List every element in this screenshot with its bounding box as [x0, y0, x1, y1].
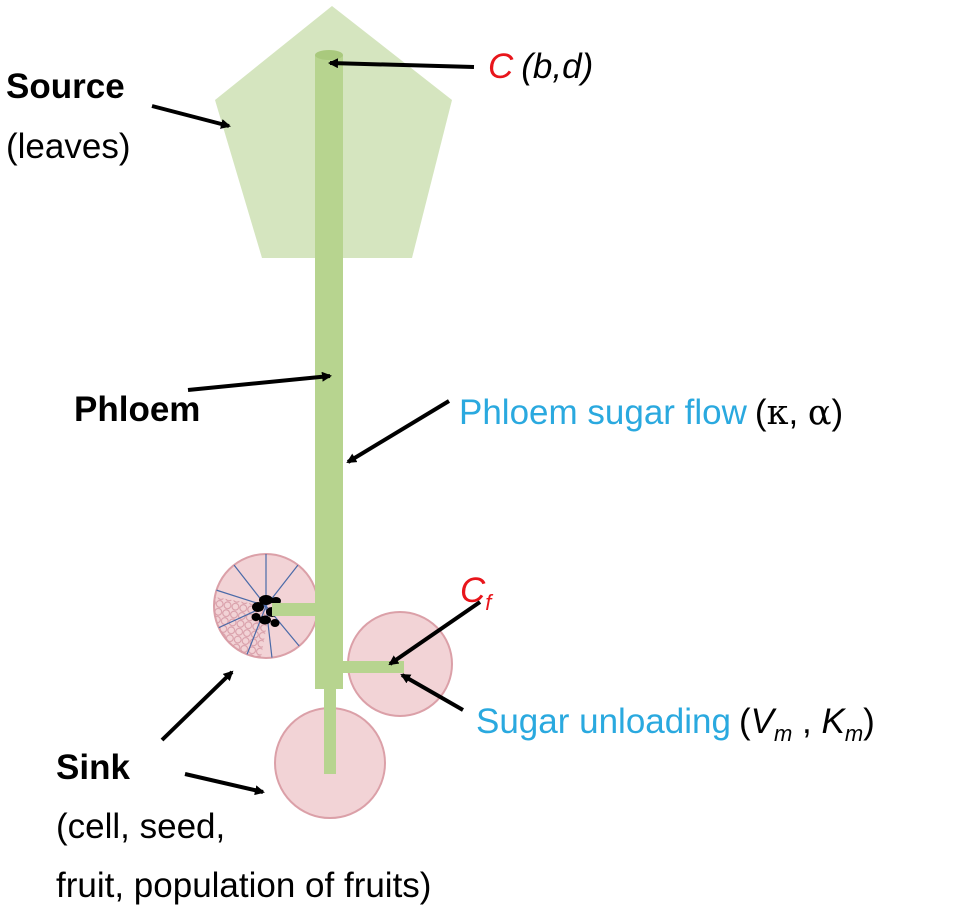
concentration-label: C(b,d): [488, 47, 593, 86]
arrow-source: [151, 104, 231, 129]
km-subscript: m: [845, 721, 863, 746]
km-symbol: K: [821, 702, 846, 741]
arrow-cf: [388, 600, 482, 666]
cf-symbol: C: [460, 571, 486, 610]
phloem-flow-text: Phloem sugar flow: [459, 393, 748, 432]
source-sublabel: (leaves): [6, 127, 130, 166]
vm-symbol: V: [751, 702, 778, 741]
source-label: Source: [6, 67, 125, 106]
cf-subscript: f: [485, 590, 494, 615]
phloem-flow-label: Phloem sugar flow(κ, α): [459, 393, 843, 433]
arrow-concentration: [328, 58, 475, 69]
concentration-params: (b,d): [521, 47, 593, 86]
phloem-label: Phloem: [74, 390, 200, 429]
sugar-unloading-text: Sugar unloading: [476, 702, 731, 741]
kappa-symbol: κ: [767, 393, 789, 433]
sugar-unloading-label: Sugar unloading(Vm , Km): [476, 702, 875, 746]
arrow-phloem: [187, 371, 332, 392]
arrow-phloem-flow: [346, 399, 451, 464]
sink-sublabel-line2: fruit, population of fruits): [56, 866, 431, 905]
sink-label: Sink: [56, 748, 130, 787]
concentration-symbol: C: [488, 47, 514, 86]
arrow-sink-cell: [160, 670, 234, 742]
vm-subscript: m: [774, 721, 792, 746]
sink-sublabel-line1: (cell, seed,: [56, 807, 225, 846]
arrow-sink-fruit: [184, 772, 265, 796]
annotation-arrows: [151, 58, 482, 796]
fruit-concentration-label: Cf: [460, 571, 494, 615]
arrow-unloading: [400, 673, 464, 712]
alpha-symbol: α: [808, 393, 832, 433]
